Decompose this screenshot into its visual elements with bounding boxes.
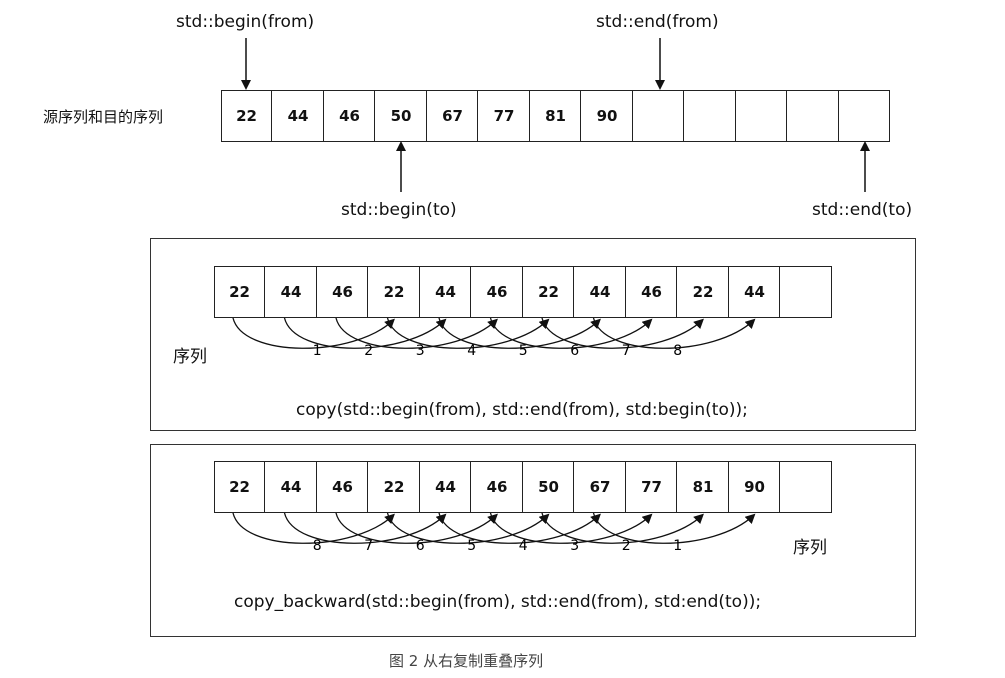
panel1-cell: 22 <box>215 267 265 317</box>
label-source-dest-sequence: 源序列和目的序列 <box>43 108 164 126</box>
copy-arc <box>386 317 550 349</box>
panel1-cell: 22 <box>679 267 729 317</box>
copy-arc <box>592 317 756 349</box>
arc-step-number: 5 <box>519 343 528 359</box>
copy-arc <box>386 512 550 544</box>
top-cell: 81 <box>531 91 581 141</box>
panel2-arcs: 8 7 6 5 4 3 2 1 <box>232 512 756 554</box>
copy-arc <box>489 317 653 349</box>
arc-step-number: 6 <box>416 538 425 554</box>
copy-arc <box>592 512 756 544</box>
copy-arc <box>232 317 395 349</box>
top-cell <box>737 91 787 141</box>
panel2-cell <box>782 462 832 512</box>
top-cell: 50 <box>377 91 427 141</box>
panel2-code: copy_backward(std::begin(from), std::end… <box>234 592 762 612</box>
panel2-cell: 81 <box>679 462 729 512</box>
panel2-cell: 22 <box>215 462 265 512</box>
arc-step-number: 2 <box>364 343 373 359</box>
panel2-cell: 46 <box>318 462 368 512</box>
top-cell: 67 <box>428 91 478 141</box>
panel2-sequence-label: 序列 <box>793 538 827 558</box>
panel2-cell: 44 <box>267 462 317 512</box>
copy-arc <box>438 512 601 544</box>
top-cell: 44 <box>274 91 324 141</box>
copy-arc <box>489 512 653 544</box>
label-end-to: std::end(to) <box>812 200 913 220</box>
top-cell: 22 <box>222 91 272 141</box>
label-begin-from: std::begin(from) <box>176 12 315 32</box>
copy-arc <box>541 512 704 544</box>
copy-arc <box>438 317 601 349</box>
arc-step-number: 8 <box>313 538 322 554</box>
panel1-cell: 44 <box>421 267 471 317</box>
panel1-cell: 46 <box>473 267 523 317</box>
arc-step-number: 8 <box>673 343 682 359</box>
arc-step-number: 1 <box>673 538 682 554</box>
panel2-cell: 90 <box>730 462 780 512</box>
copy-arc <box>283 512 447 544</box>
panel1-cell: 44 <box>730 267 780 317</box>
panel1-arcs: 1 2 3 4 5 6 7 8 <box>232 317 756 359</box>
arc-step-number: 7 <box>622 343 631 359</box>
copy-arc <box>335 512 498 544</box>
panel2-cell: 44 <box>421 462 471 512</box>
panel1-sequence-label: 序列 <box>173 347 207 367</box>
arc-step-number: 6 <box>570 343 579 359</box>
panel2-cell: 77 <box>627 462 677 512</box>
panel1-cell: 46 <box>627 267 677 317</box>
figure-caption: 图 2 从右复制重叠序列 <box>389 652 544 670</box>
top-cell <box>686 91 736 141</box>
copy-arc <box>283 317 447 349</box>
arc-step-number: 1 <box>313 343 322 359</box>
panel1-cell: 46 <box>318 267 368 317</box>
panel-copy <box>150 238 916 431</box>
panel1-cell <box>782 267 832 317</box>
panel-copy-backward <box>150 444 916 637</box>
top-cell: 46 <box>325 91 375 141</box>
arc-step-number: 3 <box>416 343 425 359</box>
copy-arc <box>541 317 704 349</box>
panel1-cell: 44 <box>576 267 626 317</box>
label-end-from: std::end(from) <box>596 12 719 32</box>
panel2-cell: 67 <box>576 462 626 512</box>
top-cell <box>789 91 839 141</box>
panel2-sequence-row: 22 44 46 22 44 46 50 67 77 81 90 <box>214 461 832 513</box>
panel2-cell: 46 <box>473 462 523 512</box>
panel2-cell: 50 <box>524 462 574 512</box>
arc-step-number: 7 <box>364 538 373 554</box>
top-sequence-row: 22 44 46 50 67 77 81 90 <box>221 90 890 142</box>
panel1-cell: 22 <box>370 267 420 317</box>
top-cell <box>840 91 890 141</box>
arc-step-number: 2 <box>622 538 631 554</box>
top-cell: 90 <box>583 91 633 141</box>
copy-arc <box>335 317 498 349</box>
label-begin-to: std::begin(to) <box>341 200 457 220</box>
arc-step-number: 4 <box>519 538 528 554</box>
panel2-cell: 22 <box>370 462 420 512</box>
panel1-cell: 22 <box>524 267 574 317</box>
panel1-sequence-row: 22 44 46 22 44 46 22 44 46 22 44 <box>214 266 832 318</box>
arc-step-number: 5 <box>467 538 476 554</box>
panel1-code: copy(std::begin(from), std::end(from), s… <box>296 400 748 420</box>
top-cell: 77 <box>480 91 530 141</box>
arc-step-number: 4 <box>467 343 476 359</box>
panel1-cell: 44 <box>267 267 317 317</box>
copy-arc <box>232 512 395 544</box>
arc-step-number: 3 <box>570 538 579 554</box>
top-cell <box>634 91 684 141</box>
